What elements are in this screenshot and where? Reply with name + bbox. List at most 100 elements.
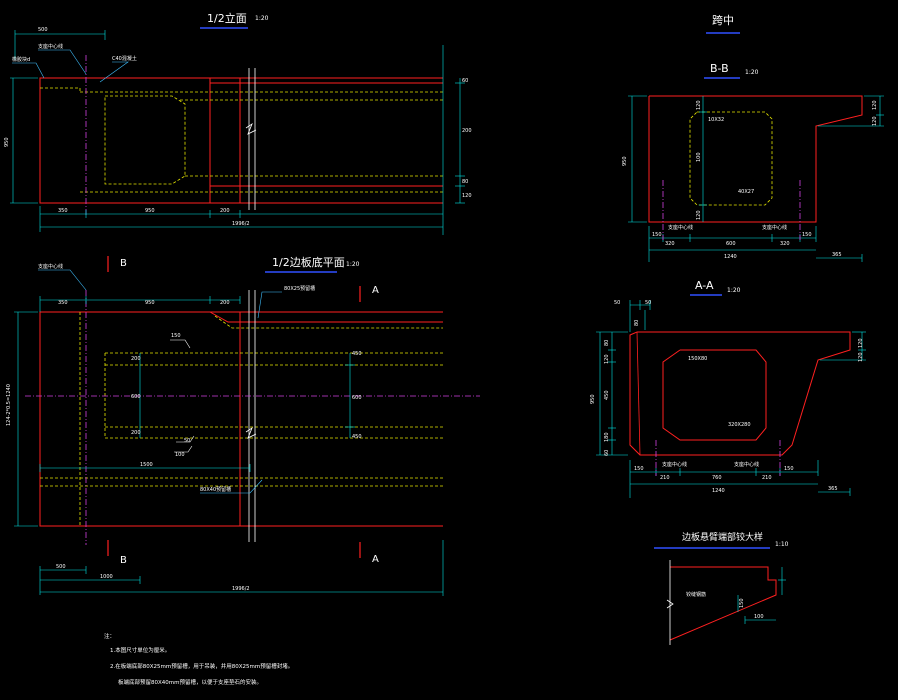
aa-scale: 1:20 bbox=[727, 287, 741, 294]
bb-dim-c120: 120 bbox=[696, 100, 702, 110]
notes-heading: 注： bbox=[104, 632, 115, 640]
aa-label-chamfer-bottom: 320X280 bbox=[728, 422, 751, 428]
joint-label-main: 铰缝钢筋 bbox=[686, 591, 706, 598]
elevation-dim-r60: 60 bbox=[462, 78, 468, 84]
plan-dim-600: 600 bbox=[352, 395, 362, 401]
aa-dim-l120: 120 bbox=[604, 354, 610, 364]
elevation-dim-500: 500 bbox=[38, 27, 48, 33]
aa-void bbox=[662, 349, 767, 441]
elevation-dim-200: 200 bbox=[220, 208, 230, 214]
plan-dim-950: 950 bbox=[145, 300, 155, 306]
bb-dimension-lines bbox=[628, 95, 884, 262]
bb-dim-600: 600 bbox=[726, 241, 736, 247]
plan-dim-200: 200 bbox=[220, 300, 230, 306]
plan-dim-100: 100 bbox=[175, 452, 185, 458]
elevation-outline bbox=[39, 77, 443, 204]
bb-title: B-B bbox=[710, 62, 729, 75]
aa-label-bearing-right: 支座中心线 bbox=[734, 461, 759, 468]
elevation-label-anchor: C40混凝土 bbox=[112, 55, 137, 62]
aa-title: A-A bbox=[695, 279, 714, 292]
plan-notch bbox=[209, 311, 443, 323]
plan-dim-left-total: 124-2*0.5=1240 bbox=[6, 384, 12, 426]
plan-view: 1/2边板底平面 1:20 B B A A bbox=[6, 255, 480, 596]
aa-dim-210: 210 bbox=[660, 475, 670, 481]
aa-dim-950: 950 bbox=[590, 394, 596, 404]
aa-dim-365: 365 bbox=[828, 486, 838, 492]
plan-section-b-bottom-label: B bbox=[120, 555, 127, 566]
plan-dim-mid-600: 600 bbox=[131, 394, 141, 400]
joint-break bbox=[666, 599, 674, 609]
aa-dim-150: 150 bbox=[634, 466, 644, 472]
aa-dimension-lines bbox=[596, 300, 866, 498]
joint-title: 边板悬臂端部铰大样 bbox=[682, 531, 763, 543]
aa-dim-total: 1240 bbox=[712, 488, 725, 494]
bb-dim-c120b: 120 bbox=[696, 210, 702, 220]
plan-dim-200-bottom: 200 bbox=[131, 430, 141, 436]
bb-label-chamfer-top: 10X32 bbox=[708, 117, 724, 123]
aa-dim-l180: 180 bbox=[604, 432, 610, 442]
elevation-label-bearing: 支座中心线 bbox=[38, 43, 63, 50]
aa-label-chamfer-top: 150X80 bbox=[688, 356, 707, 362]
notes-line-2: 2.在板端底部80X25mm预留槽，用于吊装，并用80X25mm预留槽封堵。 bbox=[110, 662, 293, 670]
plan-section-b-top-label: B bbox=[120, 258, 127, 269]
elevation-title: 1/2立面 bbox=[207, 11, 247, 25]
bb-dim-150b: 150 bbox=[802, 232, 812, 238]
bb-dim-950: 950 bbox=[622, 156, 628, 166]
bb-label-bearing-left: 支座中心线 bbox=[668, 224, 693, 231]
plan-dim-total: 1996/2 bbox=[232, 586, 250, 592]
plan-dim-1500: 1500 bbox=[140, 462, 153, 468]
joint-dim-150: 150 bbox=[739, 598, 745, 608]
aa-dim-l80: 80 bbox=[604, 340, 610, 346]
plan-label-bearing: 支座中心线 bbox=[38, 263, 63, 270]
elevation-view: 1/2立面 1:20 bbox=[4, 11, 472, 235]
bb-dim-365: 365 bbox=[832, 252, 842, 258]
plan-label-groove-top: 80X25预留槽 bbox=[284, 285, 315, 292]
notes-line-1: 1.本图尺寸单位为厘米。 bbox=[110, 646, 170, 654]
elevation-dim-350: 350 bbox=[58, 208, 68, 214]
elevation-label-rubber: 橡胶块d bbox=[12, 56, 30, 63]
plan-dim-500: 500 bbox=[56, 564, 66, 570]
elevation-dim-950: 950 bbox=[145, 208, 155, 214]
aa-dim-r120b: 120 bbox=[858, 352, 864, 362]
joint-scale: 1:10 bbox=[775, 541, 789, 548]
aa-outline bbox=[629, 331, 851, 456]
plan-section-a-bottom-label: A bbox=[372, 554, 379, 565]
elevation-dim-r80: 80 bbox=[462, 179, 468, 185]
plan-hidden-lines bbox=[40, 312, 443, 526]
bb-dim-r120: 120 bbox=[872, 100, 878, 110]
elevation-dim-r200: 200 bbox=[462, 128, 472, 134]
aa-web-left bbox=[636, 331, 641, 456]
joint-outline bbox=[669, 566, 777, 641]
elevation-dim-950-height: 950 bbox=[4, 137, 10, 147]
elevation-break-zig bbox=[245, 122, 257, 135]
plan-break-zig bbox=[245, 426, 257, 439]
aa-dim-l450: 450 bbox=[604, 390, 610, 400]
bb-dim-r120b: 120 bbox=[872, 116, 878, 126]
notes-line-3: 板端底部预留80X40mm预留槽，以便于支座垫石的安装。 bbox=[118, 678, 262, 686]
plan-dim-1000: 1000 bbox=[100, 574, 113, 580]
plan-section-a-top-label: A bbox=[372, 285, 379, 296]
elevation-dim-total: 1996/2 bbox=[232, 221, 250, 227]
bb-dim-total: 1240 bbox=[724, 254, 737, 260]
bb-dim-150: 150 bbox=[652, 232, 662, 238]
aa-dim-80: 80 bbox=[634, 320, 640, 326]
mid-section-title: 跨中 bbox=[712, 14, 734, 27]
plan-dim-450-bottom: 450 bbox=[352, 434, 362, 440]
bb-dim-320: 320 bbox=[665, 241, 675, 247]
aa-dim-150b: 150 bbox=[784, 466, 794, 472]
notes-block: 注： 1.本图尺寸单位为厘米。 2.在板端底部80X25mm预留槽，用于吊装，并… bbox=[104, 632, 293, 686]
plan-dim-150: 150 bbox=[171, 333, 181, 339]
plan-notch-markers bbox=[170, 339, 195, 453]
plan-scale: 1:20 bbox=[346, 261, 360, 268]
joint-dim-100: 100 bbox=[754, 614, 764, 620]
plan-outline bbox=[39, 311, 443, 527]
plan-dimension-lines bbox=[14, 296, 444, 596]
plan-title: 1/2边板底平面 bbox=[272, 255, 345, 269]
plan-dim-200-top: 200 bbox=[131, 356, 141, 362]
plan-label-groove-bottom: 80X40预留槽 bbox=[200, 486, 231, 493]
bb-void bbox=[689, 111, 773, 206]
end-section-view: A-A 1:20 50 50 80 950 80 120 450 180 60 … bbox=[590, 279, 866, 498]
plan-dim-350: 350 bbox=[58, 300, 68, 306]
mid-section-view: 跨中 B-B 1:20 950 120 100 120 120 120 150 … bbox=[622, 14, 884, 262]
